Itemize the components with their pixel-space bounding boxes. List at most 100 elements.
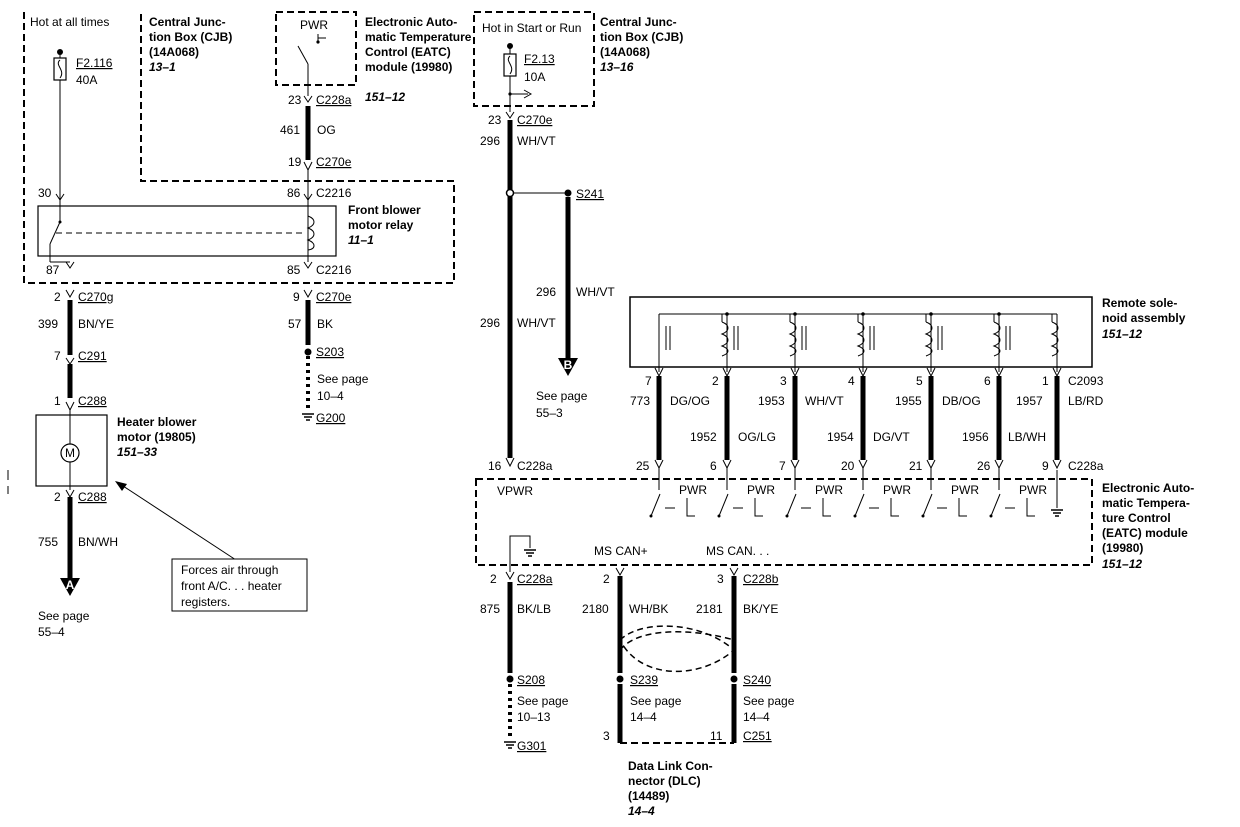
fuse-left-element [57, 59, 63, 79]
pwr-switch-blade [650, 493, 661, 517]
ms-can-minus: MS CAN. . . [706, 544, 769, 558]
eatc-pin-6: 6 [710, 459, 717, 473]
pin-19: 19 [288, 155, 302, 169]
eatc-bottom-title-2: matic Tempera- [1102, 496, 1190, 510]
solenoid-coil-icon [924, 321, 933, 357]
pwr-switch-blade [718, 493, 729, 517]
cjb-right-page: 13–16 [600, 60, 634, 74]
relay-page: 11–1 [348, 233, 374, 247]
solenoid-coil-icon [992, 321, 1001, 357]
sol-pin-4: 4 [848, 374, 855, 388]
pwr-switch-node [785, 514, 789, 518]
eatc-top-pwr: PWR [300, 18, 328, 32]
circuit-2181: 2181 [696, 602, 723, 616]
pwr-label: PWR [747, 483, 775, 497]
conn-c228a-left: C228a [316, 93, 352, 107]
circuit-296-a: 296 [480, 134, 500, 148]
sol-pin-5: 5 [916, 374, 923, 388]
connector-b-icon [558, 358, 578, 376]
color-lbwh: LB/WH [1008, 430, 1046, 444]
conn-c228a-16: C228a [517, 459, 553, 473]
pin-2-c270g: 2 [54, 290, 61, 304]
solenoid-coil-icon [720, 321, 729, 357]
eatc-bottom-box [475, 478, 1093, 566]
eatc-bottom-title-3: ture Control [1102, 511, 1171, 525]
circuit-1953: 1953 [758, 394, 785, 408]
conn-c228a-2: C228a [517, 572, 553, 586]
color-whvt-b: WH/VT [576, 285, 615, 299]
color-whvt-sol: WH/VT [805, 394, 844, 408]
pwr-switch-node [921, 514, 925, 518]
conn-c270e-mid: C270e [316, 290, 352, 304]
eatc-top-title-4: module (19980) [365, 60, 452, 74]
splice-s241-node [505, 188, 515, 198]
cjb-right-box [473, 11, 595, 107]
motor-title-1: Heater blower [117, 415, 197, 429]
eatc-internal-ground-wire [509, 535, 531, 572]
conn-c228a-9: C228a [1068, 459, 1104, 473]
conn-c2216-bot: C2216 [316, 263, 352, 277]
arrow-c228a-2 [505, 571, 515, 581]
solenoid-wires [654, 314, 1062, 470]
note-line-2: front A/C. . . heater [181, 579, 282, 593]
page-14-4-b: 14–4 [743, 710, 770, 724]
pin-30: 30 [38, 186, 52, 200]
eatc-pin-9: 9 [1042, 459, 1049, 473]
eatc-internal-ground-icon [524, 549, 536, 557]
circuit-755: 755 [38, 535, 58, 549]
twisted-pair-icon [619, 625, 736, 673]
note-line-3: registers. [181, 595, 230, 609]
conn-c288-bot: C288 [78, 490, 107, 504]
color-dgog: DG/OG [670, 394, 710, 408]
eatc-pin-20: 20 [841, 459, 855, 473]
color-lbrd: LB/RD [1068, 394, 1104, 408]
splice-s241-label: S241 [576, 187, 604, 201]
connector-a-label: A [66, 578, 75, 592]
pin-3-c228b: 3 [717, 572, 724, 586]
page-55-3: 55–3 [536, 406, 563, 420]
solenoid-title-1: Remote sole- [1102, 296, 1177, 310]
solenoid-coil-icon [1050, 321, 1059, 357]
pwr-switch-rail [1026, 498, 1035, 517]
pin-23-right: 23 [488, 113, 502, 127]
ground-g200-icon [302, 413, 314, 421]
pwr-label: PWR [815, 483, 843, 497]
eatc-pin-26: 26 [977, 459, 991, 473]
color-bklb: BK/LB [517, 602, 551, 616]
color-oglg: OG/LG [738, 430, 776, 444]
see-page-s203: See page [317, 372, 369, 386]
cjb-right-hot-label: Hot in Start or Run [482, 21, 581, 35]
cjb-left-title-3: (14A068) [149, 45, 199, 59]
conn-c270g: C270g [78, 290, 113, 304]
pwr-switch-node [649, 514, 653, 518]
pwr-switch-rail [754, 498, 763, 517]
motor-title-2: motor (19805) [117, 430, 196, 444]
conn-c291: C291 [78, 349, 107, 363]
cjb-left-hot-label: Hot at all times [30, 15, 109, 29]
vpwr-label: VPWR [497, 484, 533, 498]
sol-pin-6: 6 [984, 374, 991, 388]
arrow-pin-2-can [615, 567, 625, 577]
ms-can-plus: MS CAN+ [594, 544, 648, 558]
ground-g200-label: G200 [316, 411, 346, 425]
arrow-c288-bot [65, 489, 75, 499]
fuse-right-rating: 10A [524, 70, 545, 84]
pwr-switch-rail [822, 498, 831, 517]
pin-85: 85 [287, 263, 301, 277]
pwr-switch-blade [786, 493, 797, 517]
page-14-4-a: 14–4 [630, 710, 657, 724]
cjb-right-title-3: (14A068) [600, 45, 650, 59]
conn-c251: C251 [743, 729, 772, 743]
circuit-875: 875 [480, 602, 500, 616]
eatc-pin-25: 25 [636, 459, 650, 473]
conn-c270e-right: C270e [517, 113, 553, 127]
eatc-top-box [275, 11, 357, 86]
dlc-page: 14–4 [628, 804, 655, 818]
note-box [171, 558, 308, 612]
eatc-top-switch-blade [297, 45, 309, 65]
note-pointer-line [119, 483, 237, 561]
solenoid-coil-icon [788, 321, 797, 357]
sol-pin-3: 3 [780, 374, 787, 388]
eatc-pin-arrow [1052, 459, 1062, 470]
